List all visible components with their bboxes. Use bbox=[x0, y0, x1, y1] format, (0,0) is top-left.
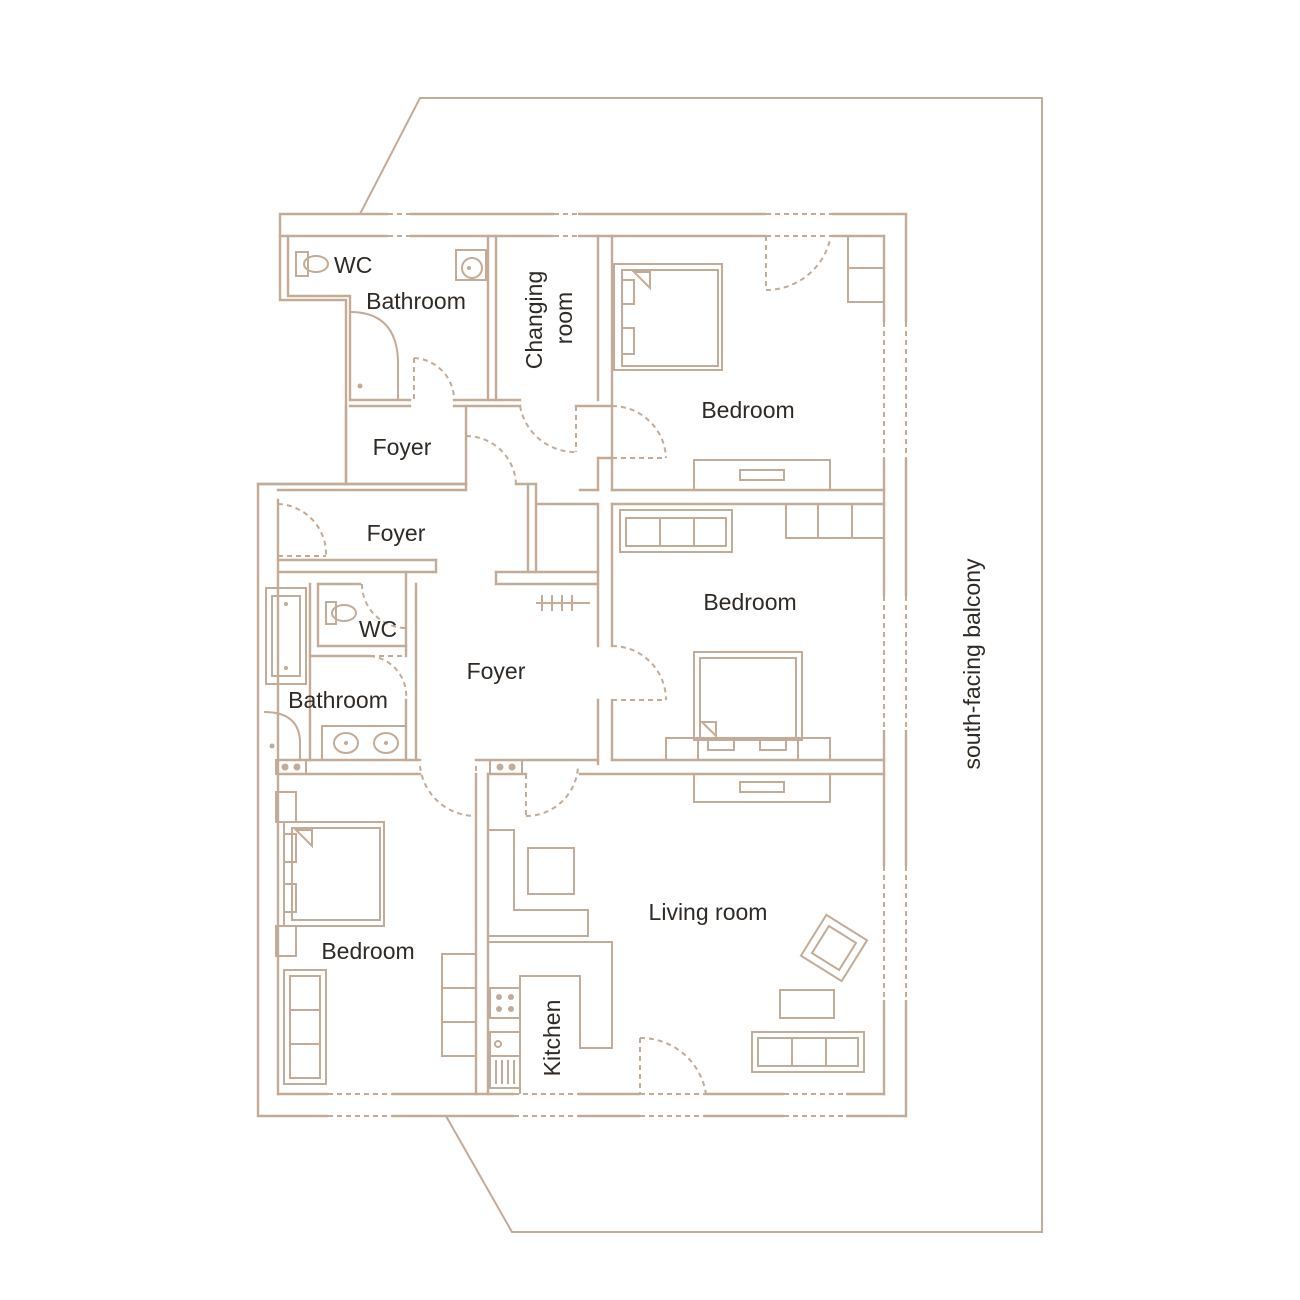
room-label-wc-mid: WC bbox=[359, 616, 397, 642]
room-label-foyer-middle: Foyer bbox=[367, 520, 426, 546]
room-labels: WC Bathroom Changing room Bedroom Foyer … bbox=[288, 252, 985, 1076]
room-label-living-room: Living room bbox=[649, 899, 768, 925]
room-label-kitchen: Kitchen bbox=[539, 1000, 565, 1077]
room-label-wc-top: WC bbox=[334, 252, 372, 278]
room-label-foyer-center: Foyer bbox=[467, 658, 526, 684]
outer-walls bbox=[256, 212, 908, 1118]
room-label-changing-room-line2: room bbox=[551, 292, 577, 344]
interior-walls bbox=[256, 234, 886, 1096]
furniture bbox=[263, 235, 885, 1094]
balcony-outline bbox=[359, 97, 1043, 1233]
doors bbox=[277, 236, 831, 1095]
windows-right bbox=[882, 322, 908, 1000]
room-label-changing-room-line1: Changing bbox=[521, 271, 547, 369]
room-label-bedroom-middle: Bedroom bbox=[703, 589, 796, 615]
room-label-bedroom-top: Bedroom bbox=[701, 397, 794, 423]
windows-top bbox=[388, 212, 832, 238]
balcony-label: south-facing balcony bbox=[959, 558, 985, 769]
room-label-bedroom-bottom: Bedroom bbox=[321, 938, 414, 964]
room-label-bathroom-mid: Bathroom bbox=[288, 687, 388, 713]
room-label-bathroom-top: Bathroom bbox=[366, 288, 466, 314]
room-label-foyer-top: Foyer bbox=[373, 434, 432, 460]
windows-bottom bbox=[328, 1092, 846, 1118]
